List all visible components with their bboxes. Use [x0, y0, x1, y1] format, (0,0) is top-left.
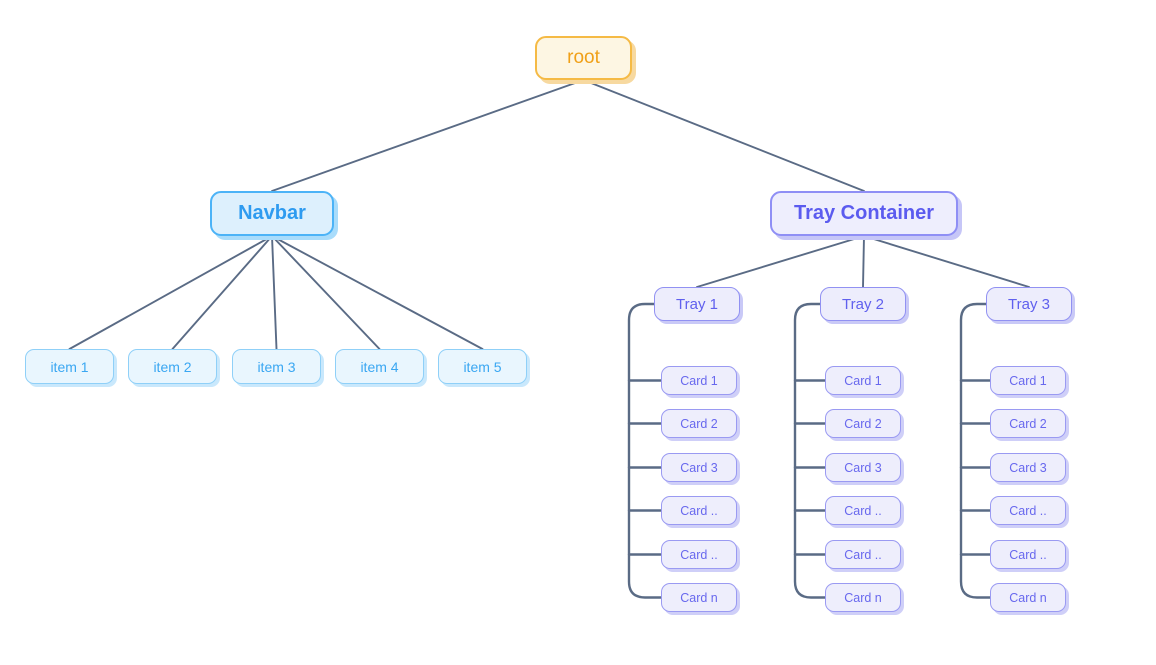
- node-navbar-label: Navbar: [238, 202, 306, 224]
- node-tray-3-card-5-label: Card ..: [1009, 547, 1047, 562]
- node-tray-container-label: Tray Container: [793, 202, 935, 224]
- node-tray-3-card-3[interactable]: Card 3: [990, 453, 1066, 482]
- edge-tray-2-trunk: [793, 302, 827, 599]
- node-root-label: root: [567, 47, 600, 68]
- edge-tray-1-trunk: [627, 302, 663, 599]
- node-tray-3-card-2-label: Card 2: [1009, 416, 1047, 431]
- edge-tray-container-tray-1: [696, 235, 865, 288]
- node-tray-2-card-2[interactable]: Card 2: [825, 409, 901, 438]
- node-tray-1-card-3[interactable]: Card 3: [661, 453, 737, 482]
- node-tray-3-card-6-label: Card n: [1009, 590, 1047, 605]
- node-item-5[interactable]: item 5: [438, 349, 527, 384]
- edge-tray-3-trunk: [959, 302, 992, 599]
- edge-root-tray-container: [582, 79, 865, 192]
- node-tray-3-card-1[interactable]: Card 1: [990, 366, 1066, 395]
- edge-navbar-item-1: [68, 235, 273, 350]
- edge-tray-container-tray-3: [863, 235, 1030, 288]
- node-item-3[interactable]: item 3: [232, 349, 321, 384]
- node-root[interactable]: root: [535, 36, 632, 80]
- node-item-2[interactable]: item 2: [128, 349, 217, 384]
- edge-root-navbar: [271, 79, 585, 192]
- node-tray-1-card-1-label: Card 1: [680, 373, 718, 388]
- node-tray-1-card-5-label: Card ..: [680, 547, 718, 562]
- edge-navbar-item-4: [271, 235, 381, 350]
- node-tray-2[interactable]: Tray 2: [820, 287, 906, 321]
- node-tray-1-card-6[interactable]: Card n: [661, 583, 737, 612]
- node-tray-2-card-5-label: Card ..: [844, 547, 882, 562]
- node-tray-3-card-3-label: Card 3: [1009, 460, 1047, 475]
- node-tray-3-label: Tray 3: [1008, 295, 1050, 313]
- node-tray-2-card-5[interactable]: Card ..: [825, 540, 901, 569]
- node-tray-2-card-4[interactable]: Card ..: [825, 496, 901, 525]
- edge-navbar-item-3: [271, 235, 278, 350]
- node-item-1-label: item 1: [50, 358, 89, 375]
- node-tray-2-card-3-label: Card 3: [844, 460, 882, 475]
- node-tray-2-card-2-label: Card 2: [844, 416, 882, 431]
- node-tray-3-card-2[interactable]: Card 2: [990, 409, 1066, 438]
- node-tray-1-card-2-label: Card 2: [680, 416, 718, 431]
- node-tray-1-card-1[interactable]: Card 1: [661, 366, 737, 395]
- edge-navbar-item-2: [171, 235, 273, 350]
- node-tray-2-card-1[interactable]: Card 1: [825, 366, 901, 395]
- node-tray-1-card-3-label: Card 3: [680, 460, 718, 475]
- node-tray-3-card-1-label: Card 1: [1009, 373, 1047, 388]
- node-item-1[interactable]: item 1: [25, 349, 114, 384]
- node-tray-2-label: Tray 2: [842, 295, 884, 313]
- edge-tray-container-tray-2: [862, 235, 865, 288]
- node-tray-3-card-4[interactable]: Card ..: [990, 496, 1066, 525]
- node-tray-3[interactable]: Tray 3: [986, 287, 1072, 321]
- node-navbar[interactable]: Navbar: [210, 191, 334, 236]
- node-tray-2-card-6-label: Card n: [844, 590, 882, 605]
- node-item-2-label: item 2: [153, 358, 192, 375]
- node-tray-1-card-5[interactable]: Card ..: [661, 540, 737, 569]
- edge-navbar-item-5: [271, 235, 484, 350]
- node-tray-1-label: Tray 1: [676, 295, 718, 313]
- node-tray-1-card-2[interactable]: Card 2: [661, 409, 737, 438]
- node-item-5-label: item 5: [463, 358, 502, 375]
- node-item-3-label: item 3: [257, 358, 296, 375]
- node-tray-1[interactable]: Tray 1: [654, 287, 740, 321]
- node-tray-1-card-4[interactable]: Card ..: [661, 496, 737, 525]
- node-tray-2-card-1-label: Card 1: [844, 373, 882, 388]
- node-item-4-label: item 4: [360, 358, 399, 375]
- node-tray-3-card-5[interactable]: Card ..: [990, 540, 1066, 569]
- node-tray-1-card-6-label: Card n: [680, 590, 718, 605]
- node-tray-container[interactable]: Tray Container: [770, 191, 958, 236]
- node-tray-3-card-6[interactable]: Card n: [990, 583, 1066, 612]
- node-tray-2-card-6[interactable]: Card n: [825, 583, 901, 612]
- node-tray-1-card-4-label: Card ..: [680, 503, 718, 518]
- node-item-4[interactable]: item 4: [335, 349, 424, 384]
- node-tray-3-card-4-label: Card ..: [1009, 503, 1047, 518]
- node-tray-2-card-4-label: Card ..: [844, 503, 882, 518]
- node-tray-2-card-3[interactable]: Card 3: [825, 453, 901, 482]
